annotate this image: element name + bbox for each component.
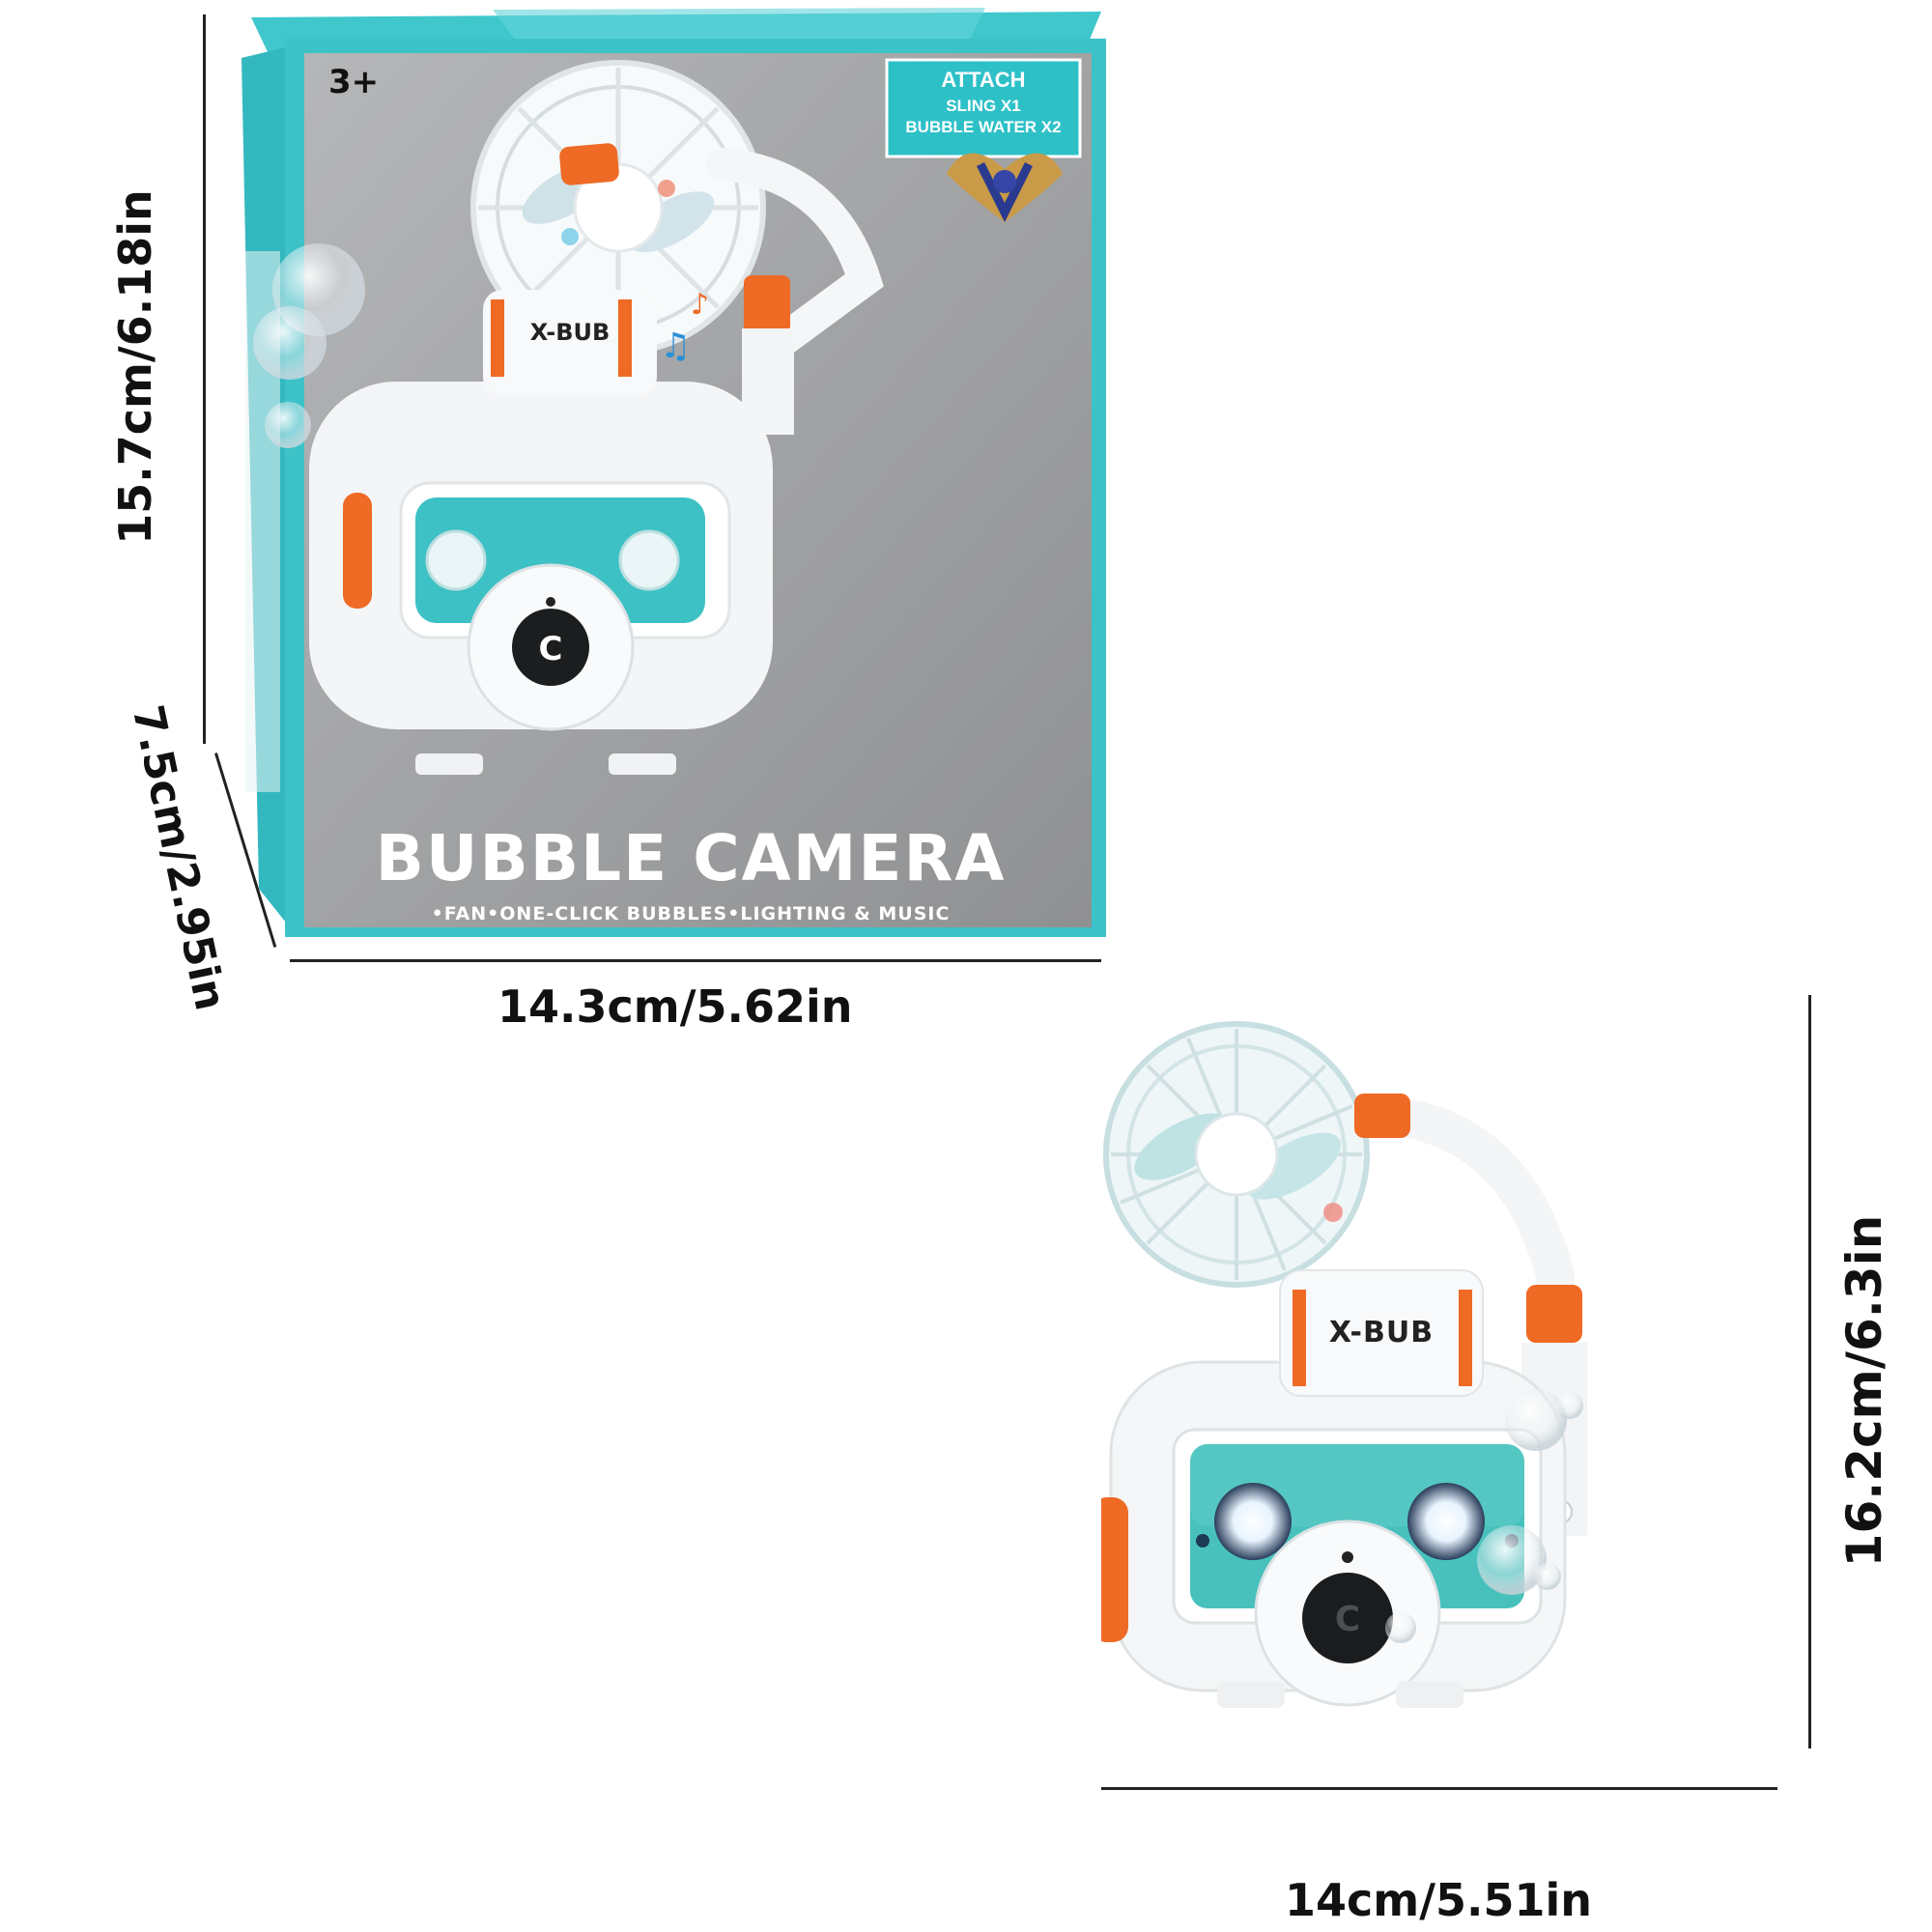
product-width-line: [1101, 1787, 1777, 1790]
bubble-icon: [1385, 1389, 1583, 1643]
product-box: ♪♫ ♪ C 3+ ATTACH SLING X1 BUBBLE WATER X…: [189, 0, 1121, 947]
age-label: 3+: [328, 63, 380, 101]
svg-text:C: C: [539, 630, 563, 668]
product-brand: X-BUB: [1328, 1316, 1435, 1350]
box-depth-label: 7.5cm/2.95in: [122, 700, 236, 1015]
fan-icon: [1103, 1021, 1370, 1288]
attach-line-2: BUBBLE WATER X2: [905, 118, 1062, 136]
box-width-label: 14.3cm/5.62in: [497, 980, 853, 1033]
box-height-label: 15.7cm/6.18in: [109, 189, 161, 545]
box-title: BUBBLE CAMERA: [375, 821, 1007, 895]
box-height-line: [203, 14, 206, 744]
product-height-label: 16.2cm/6.3in: [1836, 1214, 1892, 1568]
box-features: •FAN•ONE-CLICK BUBBLES•LIGHTING & MUSIC: [431, 903, 951, 924]
attach-line-1: SLING X1: [946, 97, 1021, 115]
box-illustration: ♪♫ ♪ C: [242, 8, 1106, 937]
logo-emblem-icon: [947, 153, 1063, 223]
product-width-label: 14cm/5.51in: [1285, 1874, 1593, 1926]
svg-text:♪: ♪: [691, 288, 709, 322]
attach-heading: ATTACH: [941, 68, 1026, 92]
product-camera: C X-BUB: [1092, 1005, 1797, 1719]
product-height-line: [1808, 995, 1811, 1748]
box-brand: X-BUB: [529, 319, 611, 346]
svg-text:C: C: [1335, 1600, 1360, 1639]
box-width-line: [290, 959, 1101, 962]
camera-illustration: C: [1092, 1021, 1587, 1708]
